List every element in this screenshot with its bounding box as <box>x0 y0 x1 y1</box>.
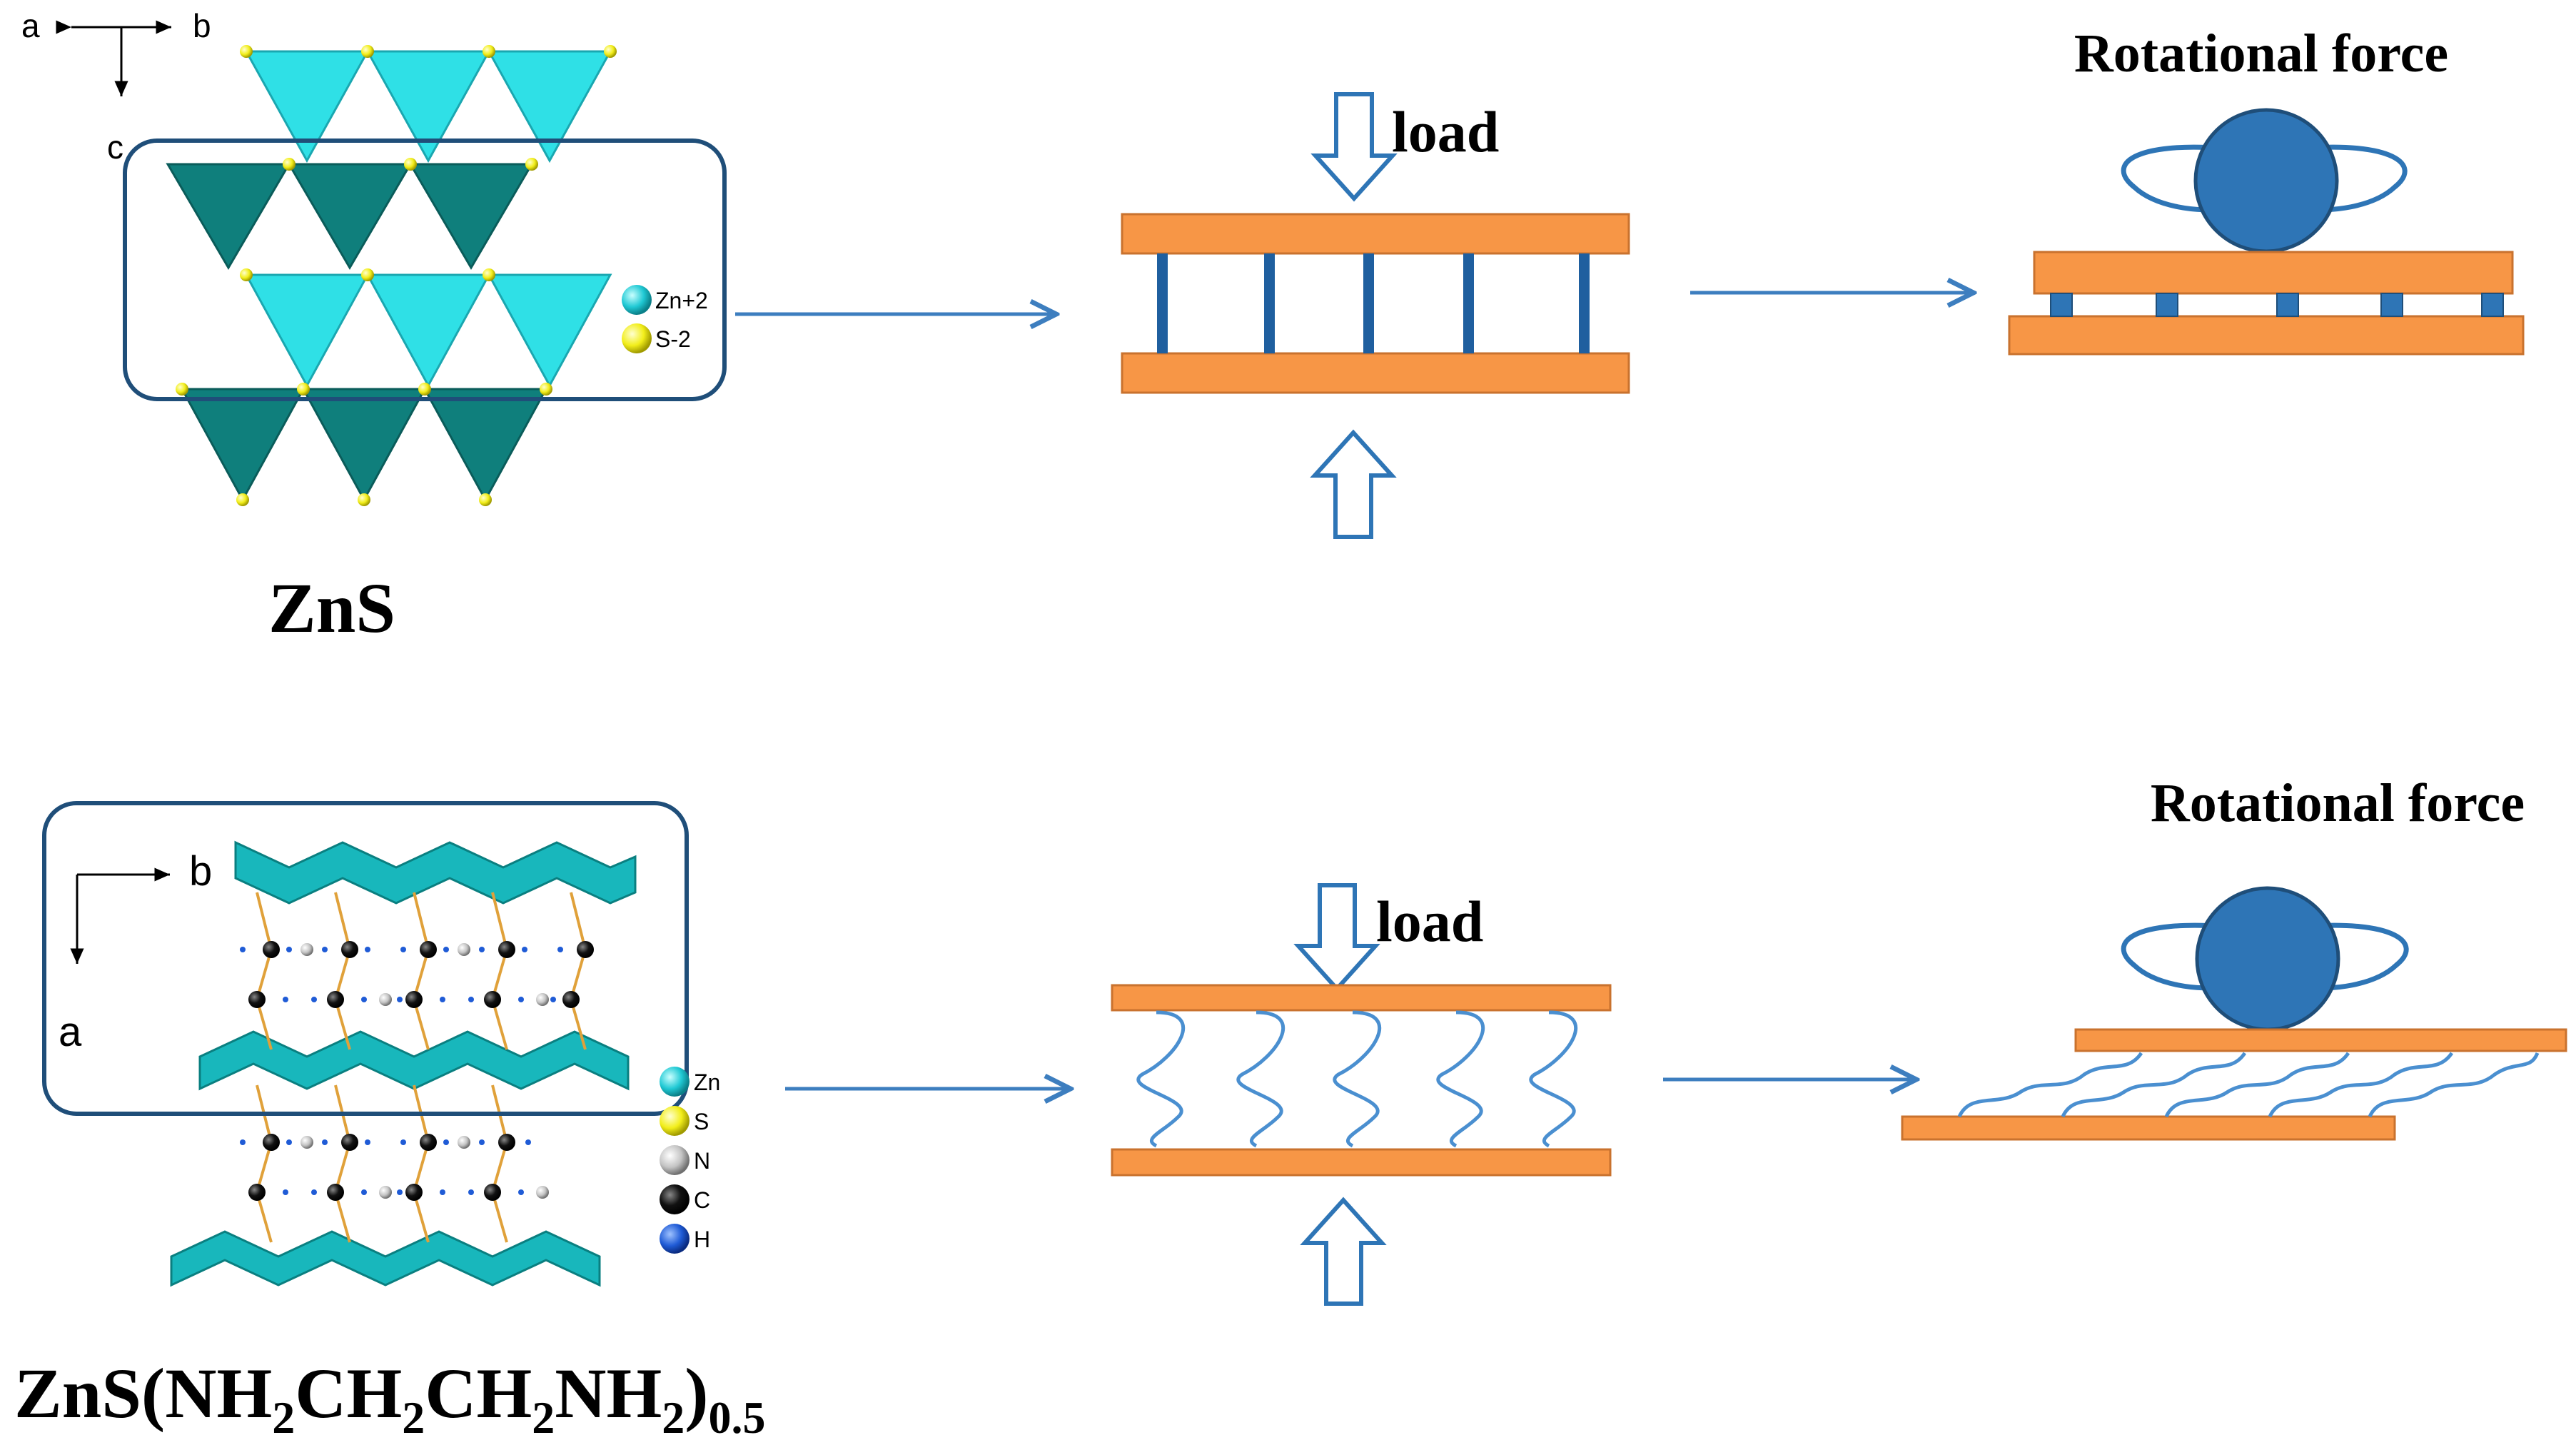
axes-indicator: a b c <box>21 7 211 166</box>
load-arrow-up-icon <box>1300 1197 1387 1306</box>
upper-layer <box>2074 1028 2567 1052</box>
legend-label-s: S <box>694 1109 709 1134</box>
n-sphere-icon <box>660 1145 690 1175</box>
pillars <box>1157 253 1590 353</box>
top-plate <box>1121 213 1630 255</box>
linker-atoms <box>240 941 594 1201</box>
s-sphere-icon <box>622 323 652 353</box>
lower-layer <box>1901 1115 2396 1141</box>
formula-part: CH <box>295 1354 402 1433</box>
formula-part: ) <box>685 1354 708 1433</box>
sulfur-atoms <box>176 45 617 506</box>
force-label: Rotational force <box>2151 773 2525 833</box>
lower-layer <box>2008 315 2525 356</box>
s-sphere-icon <box>660 1106 690 1136</box>
bottom-plate <box>1111 1148 1612 1177</box>
force-label: Rotational force <box>2074 24 2448 84</box>
formula-subscript: 2 <box>662 1392 685 1443</box>
legend-label-c: C <box>694 1187 710 1213</box>
unit-cell-box <box>42 801 689 1116</box>
legend-label-zn: Zn <box>694 1069 720 1095</box>
sheared-chains <box>1957 1052 2540 1118</box>
zns-en-hybrid-structure: b a Zn S N C H ZnS(NH2CH2CH2NH2)0.5 <box>14 801 766 1443</box>
flexible-layer-under-load: load <box>1111 883 1612 1306</box>
legend: Zn S N C H <box>660 1067 720 1254</box>
load-label: load <box>1392 99 1499 164</box>
formula-subscript: 2 <box>532 1392 555 1443</box>
compound-label-zns: ZnS <box>268 568 395 648</box>
formula-subscript: 2 <box>402 1392 425 1443</box>
legend: Zn+2 S-2 <box>622 285 708 353</box>
zn-sphere-icon <box>622 285 652 315</box>
unit-cell-box <box>123 139 727 401</box>
rotational-sliding-top: Rotational force <box>2008 24 2525 356</box>
tetrahedra-layers <box>166 50 612 503</box>
legend-label-n: N <box>694 1148 710 1174</box>
collapsed-pillars <box>2050 293 2504 317</box>
legend-label-s: S-2 <box>655 326 691 352</box>
axis-label-b: b <box>189 848 212 895</box>
formula-subscript: 2 <box>272 1392 295 1443</box>
zn-sphere-icon <box>660 1067 690 1097</box>
top-plate <box>1111 984 1612 1012</box>
upper-layer <box>2033 251 2514 295</box>
rotational-sliding-bottom: Rotational force <box>1901 773 2567 1141</box>
load-arrow-up-icon <box>1310 429 1397 539</box>
bottom-plate <box>1121 352 1630 394</box>
load-arrow-down-icon <box>1310 92 1398 202</box>
axis-label-a: a <box>21 7 40 44</box>
formula-subscript: 0.5 <box>709 1392 766 1443</box>
c-sphere-icon <box>660 1184 690 1214</box>
axis-label-b: b <box>193 7 211 44</box>
load-arrow-down-icon <box>1293 883 1380 992</box>
legend-label-h: H <box>694 1227 710 1252</box>
pillared-layer-under-load: load <box>1121 92 1630 539</box>
formula-part: NH <box>555 1354 662 1433</box>
legend-label-zn: Zn+2 <box>655 288 708 313</box>
axis-label-a: a <box>59 1009 82 1055</box>
axes-indicator: b a <box>59 848 212 1055</box>
axis-label-c: c <box>107 129 123 166</box>
load-label: load <box>1376 889 1483 954</box>
formula-part: ZnS(NH <box>14 1354 272 1433</box>
rotating-ball <box>2193 108 2339 253</box>
zns-crystal-structure: a b c <box>21 7 727 648</box>
rotating-ball <box>2195 886 2340 1032</box>
formula-part: CH <box>425 1354 532 1433</box>
zigzag-chains <box>170 840 637 1287</box>
compound-label-zns-en: ZnS(NH2CH2CH2NH2)0.5 <box>14 1354 766 1443</box>
h-sphere-icon <box>660 1224 690 1254</box>
flexible-chains <box>1136 1010 1578 1148</box>
